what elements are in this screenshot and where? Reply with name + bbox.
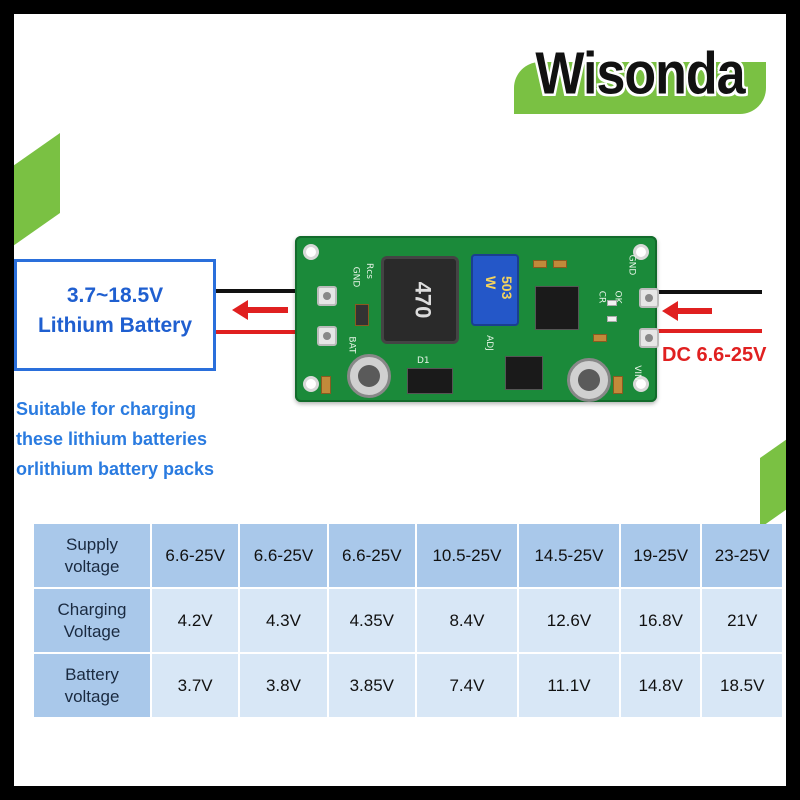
mount-hole	[303, 244, 319, 260]
green-accent-left	[14, 132, 60, 256]
mount-hole	[633, 376, 649, 392]
table-cell: 19-25V	[620, 524, 701, 587]
vin-gnd-pad	[639, 288, 659, 308]
table-cell: 23-25V	[702, 524, 782, 587]
power-inductor: 470	[381, 256, 459, 344]
row-header: Battery voltage	[34, 654, 150, 717]
adjust-potentiometer: 503 W	[471, 254, 519, 326]
table-cell: 14.8V	[620, 654, 701, 717]
table-cell: 3.85V	[328, 654, 415, 717]
input-negative-wire	[634, 290, 762, 294]
led-ok	[607, 300, 617, 306]
silk-gnd-right: GND	[626, 254, 637, 276]
controller-ic	[535, 286, 579, 330]
table-cell: 3.8V	[240, 654, 327, 717]
vin-plus-pad	[639, 328, 659, 348]
brand-badge: Wisonda	[514, 40, 766, 114]
table-cell: 6.6-25V	[328, 524, 415, 587]
capacitor-right	[567, 358, 611, 402]
silk-cr: CR	[596, 290, 607, 304]
arrow-left-icon	[232, 300, 288, 320]
pot-marking: 503 W	[483, 276, 515, 300]
bat-gnd-pad	[317, 286, 337, 306]
row-header: Supply voltage	[34, 524, 150, 587]
smd-cap	[613, 376, 623, 394]
diode-d1	[407, 368, 453, 394]
battery-voltage: 3.7~18.5V	[66, 284, 164, 307]
spec-table: Supply voltage 6.6-25V 6.6-25V 6.6-25V 1…	[32, 522, 784, 719]
brand-name: Wisonda	[535, 40, 745, 108]
smd-cap	[321, 376, 331, 394]
note-line: these lithium batteries	[16, 429, 208, 449]
table-cell: 21V	[702, 589, 782, 652]
battery-negative-wire	[216, 289, 326, 293]
silk-adj: ADJ	[483, 335, 494, 351]
smd-resistor	[593, 334, 607, 342]
table-cell: 12.6V	[518, 589, 619, 652]
table-cell: 4.35V	[328, 589, 415, 652]
table-cell: 11.1V	[518, 654, 619, 717]
note-line: Suitable for charging	[16, 399, 197, 419]
note-line: orlithium battery packs	[16, 459, 215, 479]
table-cell: 6.6-25V	[152, 524, 239, 587]
silk-vin: VIN	[631, 365, 642, 381]
battery-label: Lithium Battery	[37, 314, 192, 337]
sense-resistor	[355, 304, 369, 326]
table-row: Charging Voltage 4.2V 4.3V 4.35V 8.4V 12…	[34, 589, 782, 652]
bat-plus-pad	[317, 326, 337, 346]
table-cell: 8.4V	[416, 589, 517, 652]
row-header: Charging Voltage	[34, 589, 150, 652]
charger-pcb: GND Rcs BAT D1 ADJ GND OK CR VIN 470 503…	[295, 236, 659, 402]
silk-bat: BAT	[346, 336, 357, 354]
battery-positive-wire	[216, 330, 326, 334]
silk-rcs: Rcs	[363, 263, 374, 279]
input-positive-wire	[634, 329, 762, 333]
silk-gnd-left: GND	[350, 266, 361, 288]
inductor-marking: 470	[410, 281, 436, 319]
battery-box: 3.7~18.5V Lithium Battery	[14, 259, 216, 371]
table-row: Supply voltage 6.6-25V 6.6-25V 6.6-25V 1…	[34, 524, 782, 587]
mount-hole	[633, 244, 649, 260]
silk-d1: D1	[417, 356, 430, 366]
table-cell: 16.8V	[620, 589, 701, 652]
mount-hole	[303, 376, 319, 392]
smd-resistor	[553, 260, 567, 268]
table-cell: 14.5-25V	[518, 524, 619, 587]
table-row: Battery voltage 3.7V 3.8V 3.85V 7.4V 11.…	[34, 654, 782, 717]
input-voltage-label: DC 6.6-25V	[662, 344, 767, 366]
table-cell: 18.5V	[702, 654, 782, 717]
green-accent-right	[760, 429, 786, 529]
table-cell: 6.6-25V	[240, 524, 327, 587]
regulator-ic	[505, 356, 543, 390]
arrow-left-icon	[662, 301, 712, 321]
brand-badge-background	[514, 62, 766, 114]
product-card: Wisonda 3.7~18.5V Lithium Battery GND Rc…	[14, 14, 786, 786]
smd-resistor	[533, 260, 547, 268]
table-cell: 4.3V	[240, 589, 327, 652]
table-cell: 10.5-25V	[416, 524, 517, 587]
compatibility-note: Suitable for charging these lithium batt…	[16, 394, 214, 484]
capacitor-left	[347, 354, 391, 398]
table-cell: 7.4V	[416, 654, 517, 717]
table-cell: 3.7V	[152, 654, 239, 717]
led-cr	[607, 316, 617, 322]
table-cell: 4.2V	[152, 589, 239, 652]
